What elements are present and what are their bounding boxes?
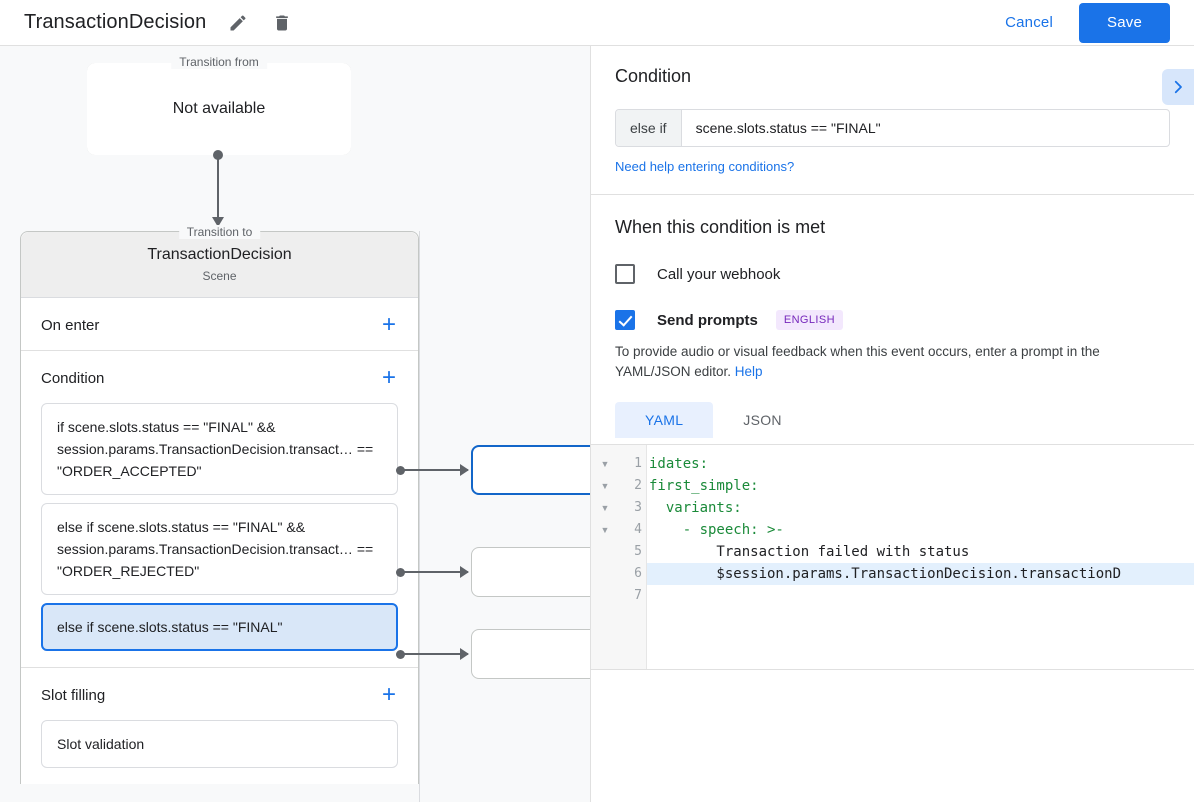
section-condition-header: Condition + bbox=[21, 351, 418, 403]
section-slot-filling: Slot filling + Slot validation bbox=[21, 668, 418, 784]
transition-to-subtitle: Scene bbox=[202, 269, 237, 283]
fold-spacer bbox=[591, 585, 619, 607]
condition-input-row[interactable]: else if bbox=[615, 109, 1170, 147]
slot-validation-item[interactable]: Slot validation bbox=[41, 720, 398, 768]
fold-toggle[interactable]: ▼ bbox=[600, 481, 610, 491]
line-number: 4 bbox=[634, 522, 642, 537]
call-webhook-checkbox[interactable] bbox=[615, 264, 635, 284]
section-on-enter-title: On enter bbox=[41, 316, 100, 334]
section-on-enter: On enter + bbox=[21, 298, 418, 351]
section-condition: Condition + if scene.slots.status == "FI… bbox=[21, 351, 418, 668]
language-badge: ENGLISH bbox=[775, 310, 843, 330]
line-number: 2 bbox=[634, 478, 642, 493]
line-number: 5 bbox=[634, 544, 642, 559]
code-line: first_simple: bbox=[649, 478, 759, 494]
transition-from-legend: Transition from bbox=[171, 55, 267, 69]
condition-prefix-label: else if bbox=[616, 110, 682, 146]
code-editor[interactable]: ▼ ▼ ▼ ▼ 1 2 3 4 5 6 7 idates: first_simp… bbox=[591, 444, 1194, 670]
line-number: 7 bbox=[634, 588, 642, 603]
condition-item-text: else if scene.slots.status == "FINAL" &&… bbox=[57, 519, 374, 579]
transition-to-legend: Transition to bbox=[178, 225, 261, 239]
prompts-help-link[interactable]: Help bbox=[734, 364, 763, 379]
tab-yaml[interactable]: YAML bbox=[615, 402, 714, 438]
line-number: 1 bbox=[634, 456, 642, 471]
send-prompts-checkbox[interactable] bbox=[615, 310, 635, 330]
prompts-description-text: To provide audio or visual feedback when… bbox=[615, 344, 1100, 379]
line-number: 3 bbox=[634, 500, 642, 515]
code-line: - speech: >- bbox=[649, 522, 784, 538]
details-panel: Condition else if Need help entering con… bbox=[590, 46, 1194, 802]
transition-to-title: TransactionDecision bbox=[147, 246, 292, 263]
connector-line bbox=[400, 571, 468, 573]
call-webhook-label: Call your webhook bbox=[657, 265, 781, 283]
line-number: 6 bbox=[634, 566, 642, 581]
condition-item[interactable]: else if scene.slots.status == "FINAL" &&… bbox=[41, 503, 398, 595]
page-title: TransactionDecision bbox=[24, 11, 207, 33]
connector-arrowhead bbox=[460, 566, 469, 578]
connector-rail bbox=[419, 231, 420, 802]
arrow-line bbox=[217, 155, 219, 221]
section-on-enter-header: On enter + bbox=[21, 298, 418, 350]
trash-icon[interactable] bbox=[270, 11, 294, 35]
prompts-description: To provide audio or visual feedback when… bbox=[615, 342, 1170, 382]
plus-icon[interactable]: + bbox=[381, 364, 396, 391]
section-slot-filling-title: Slot filling bbox=[41, 686, 106, 704]
target-node-3[interactable] bbox=[471, 629, 590, 679]
scene-graph-canvas[interactable]: Not available Transition from Transition… bbox=[0, 46, 590, 802]
scene-card: Transition to TransactionDecision Scene … bbox=[20, 225, 419, 784]
code-line: idates: bbox=[649, 456, 709, 472]
section-slot-filling-header: Slot filling + bbox=[21, 668, 418, 720]
fold-spacer bbox=[591, 541, 619, 563]
send-prompts-label: Send prompts bbox=[657, 311, 758, 329]
section-condition-title: Condition bbox=[41, 369, 105, 387]
pencil-icon[interactable] bbox=[226, 11, 250, 35]
slot-filling-list: Slot validation bbox=[21, 720, 418, 784]
condition-item[interactable]: if scene.slots.status == "FINAL" && sess… bbox=[41, 403, 398, 495]
condition-section: Condition else if Need help entering con… bbox=[591, 46, 1194, 195]
code-line: variants: bbox=[649, 500, 742, 516]
condition-item-selected[interactable]: else if scene.slots.status == "FINAL" bbox=[41, 603, 398, 651]
save-button[interactable]: Save bbox=[1079, 2, 1170, 43]
code-line bbox=[647, 585, 1194, 607]
transition-from-title: Not available bbox=[172, 100, 266, 117]
connector-arrowhead bbox=[460, 464, 469, 476]
code-line: Transaction failed with status bbox=[649, 544, 970, 560]
condition-input[interactable] bbox=[681, 110, 1169, 146]
when-met-heading: When this condition is met bbox=[615, 217, 826, 237]
fold-toggle[interactable]: ▼ bbox=[600, 525, 610, 535]
code-line-active: $session.params.TransactionDecision.tran… bbox=[647, 563, 1194, 585]
fold-spacer bbox=[591, 563, 619, 585]
send-prompts-row[interactable]: Send prompts ENGLISH bbox=[615, 310, 1170, 330]
slot-validation-text: Slot validation bbox=[57, 736, 145, 752]
target-node-1[interactable] bbox=[471, 445, 590, 495]
condition-list: if scene.slots.status == "FINAL" && sess… bbox=[21, 403, 418, 667]
editor-code-area[interactable]: idates: first_simple: variants: - speech… bbox=[647, 445, 1194, 669]
webhook-row[interactable]: Call your webhook bbox=[615, 264, 1170, 284]
plus-icon[interactable]: + bbox=[381, 311, 396, 338]
connector-line bbox=[400, 469, 468, 471]
editor-fold-column: ▼ ▼ ▼ ▼ bbox=[591, 445, 619, 669]
condition-help-link[interactable]: Need help entering conditions? bbox=[615, 159, 795, 174]
editor-format-tabs: YAML JSON bbox=[615, 402, 1170, 438]
top-bar: TransactionDecision Cancel Save bbox=[0, 0, 1194, 46]
fold-toggle[interactable]: ▼ bbox=[600, 503, 610, 513]
condition-item-text: if scene.slots.status == "FINAL" && sess… bbox=[57, 419, 374, 479]
plus-icon[interactable]: + bbox=[381, 681, 396, 708]
cancel-button[interactable]: Cancel bbox=[991, 6, 1067, 39]
connector-arrowhead bbox=[460, 648, 469, 660]
connector-line bbox=[400, 653, 468, 655]
arrow-head bbox=[212, 217, 224, 227]
target-node-2[interactable] bbox=[471, 547, 590, 597]
when-condition-met-section: When this condition is met Call your web… bbox=[591, 195, 1194, 438]
transition-to-node[interactable]: Transition to TransactionDecision Scene bbox=[21, 225, 418, 298]
condition-item-text: else if scene.slots.status == "FINAL" bbox=[57, 619, 283, 635]
transition-from-node[interactable]: Not available Transition from bbox=[87, 55, 351, 155]
tab-json[interactable]: JSON bbox=[743, 412, 782, 428]
transition-from-body: Not available bbox=[87, 63, 351, 155]
chevron-right-icon[interactable] bbox=[1162, 69, 1194, 105]
condition-heading: Condition bbox=[615, 66, 692, 86]
fold-toggle[interactable]: ▼ bbox=[600, 459, 610, 469]
editor-line-numbers: 1 2 3 4 5 6 7 bbox=[619, 445, 647, 669]
